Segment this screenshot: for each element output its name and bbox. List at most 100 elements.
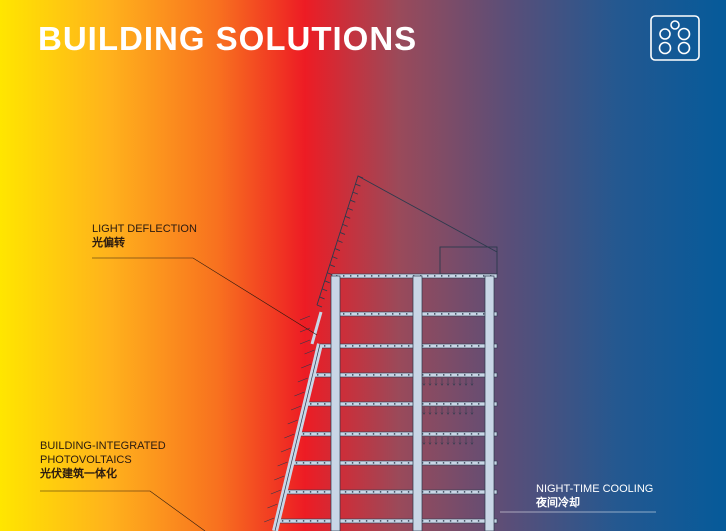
slab-dot (302, 462, 305, 464)
louvre-blade (357, 175, 364, 179)
slab-dot (288, 520, 291, 522)
slab-dot (344, 491, 347, 493)
airflow-arrowhead (440, 383, 444, 386)
slab-dot (478, 345, 480, 347)
slab-dot (407, 520, 410, 522)
louvre-blade (352, 191, 359, 195)
slab-dot (379, 433, 382, 435)
slab-dot (464, 403, 466, 405)
pv-panel-tick (280, 447, 292, 453)
slab-dot (457, 403, 459, 405)
slab-dot (380, 374, 382, 376)
louvre-blade (350, 199, 356, 203)
slab-dot (366, 345, 368, 347)
slab-dot (441, 275, 443, 277)
slab-dot (357, 313, 359, 315)
slab-dot (470, 520, 473, 522)
slab-dot (428, 433, 431, 435)
slab-dot (357, 275, 359, 277)
slab-dot (421, 491, 424, 493)
slab-dot (400, 491, 403, 493)
louvre-blade (345, 215, 351, 219)
slab-dot (483, 313, 485, 315)
slab-dot (352, 374, 354, 376)
slab-dot (476, 275, 478, 277)
pv-panel-tick (284, 433, 295, 439)
slab-dot (455, 275, 457, 277)
slab-dot (449, 520, 452, 522)
louvre-blade (327, 272, 333, 276)
slab-dot (359, 374, 361, 376)
slab-dot (421, 520, 424, 522)
slab-dot (345, 345, 347, 347)
slab-dot (470, 462, 473, 464)
leader-bipv (40, 490, 206, 531)
leader-light-deflection (92, 257, 318, 336)
slab-dot (392, 313, 394, 315)
slab-dot (456, 462, 459, 464)
pv-facade-outer-edge (274, 343, 321, 531)
slab-dot (364, 313, 366, 315)
slab-dot (448, 275, 450, 277)
slab-dot (435, 433, 438, 435)
slab-dot (429, 345, 431, 347)
slab-dot (463, 491, 466, 493)
pv-panel-tick (299, 315, 311, 321)
slab-dot (457, 374, 459, 376)
pv-panel-tick (294, 391, 305, 397)
slab-dot (309, 520, 312, 522)
louvre-blade (342, 223, 348, 227)
airflow-arrowhead (452, 412, 456, 415)
airflow-arrowhead (434, 383, 438, 386)
pv-panel-tick (277, 461, 288, 467)
slab-dot (350, 275, 352, 277)
slab-dot (442, 520, 445, 522)
louvre-blade (355, 183, 361, 187)
slab-dot (441, 313, 443, 315)
airflow-arrowhead (422, 383, 426, 386)
slab-dot (442, 433, 445, 435)
airflow-arrowhead (470, 383, 474, 386)
airflow-arrowhead (434, 412, 438, 415)
slab-dot (323, 462, 326, 464)
louvre-blade (321, 288, 328, 292)
slab-dot (443, 403, 445, 405)
callout-bipv: BUILDING-INTEGRATED PHOTOVOLTAICS 光伏建筑一体… (40, 439, 166, 481)
callout-bipv-en: BUILDING-INTEGRATED (40, 440, 166, 452)
floor-slabs (277, 273, 498, 524)
slab-dot (456, 520, 459, 522)
slab-dot (477, 462, 480, 464)
louvre-blade (329, 264, 335, 268)
pv-facade-upper (310, 311, 323, 345)
slab-dot (464, 374, 466, 376)
slab-dot (442, 491, 445, 493)
slab-dot (478, 374, 480, 376)
slab-dot (366, 374, 368, 376)
pv-panel-tick (270, 489, 281, 495)
slab-dot (436, 345, 438, 347)
slab-dot (478, 403, 480, 405)
slab-dot (471, 403, 473, 405)
slab-dot (421, 433, 424, 435)
slab-dot (324, 403, 326, 405)
deflector-louvres (316, 175, 364, 308)
rooftop-plant-box (439, 246, 498, 275)
airflow-arrowhead (452, 383, 456, 386)
slab-dot (455, 313, 457, 315)
airflow-arrowhead (458, 442, 462, 445)
slab-dot (393, 433, 396, 435)
slab-dot (421, 462, 424, 464)
slab-dot (435, 520, 438, 522)
slab-dot (470, 433, 473, 435)
slab-dot (457, 345, 459, 347)
slab-dot (351, 433, 354, 435)
slab-dot (309, 491, 312, 493)
slab-dot (309, 433, 312, 435)
slab-dot (428, 462, 431, 464)
slab-dot (316, 520, 319, 522)
slab-dot (316, 491, 319, 493)
callout-night-cooling: NIGHT-TIME COOLING 夜间冷却 (536, 482, 653, 510)
slab-dot (364, 275, 366, 277)
slab-dot (317, 403, 319, 405)
slab-dot (407, 491, 410, 493)
